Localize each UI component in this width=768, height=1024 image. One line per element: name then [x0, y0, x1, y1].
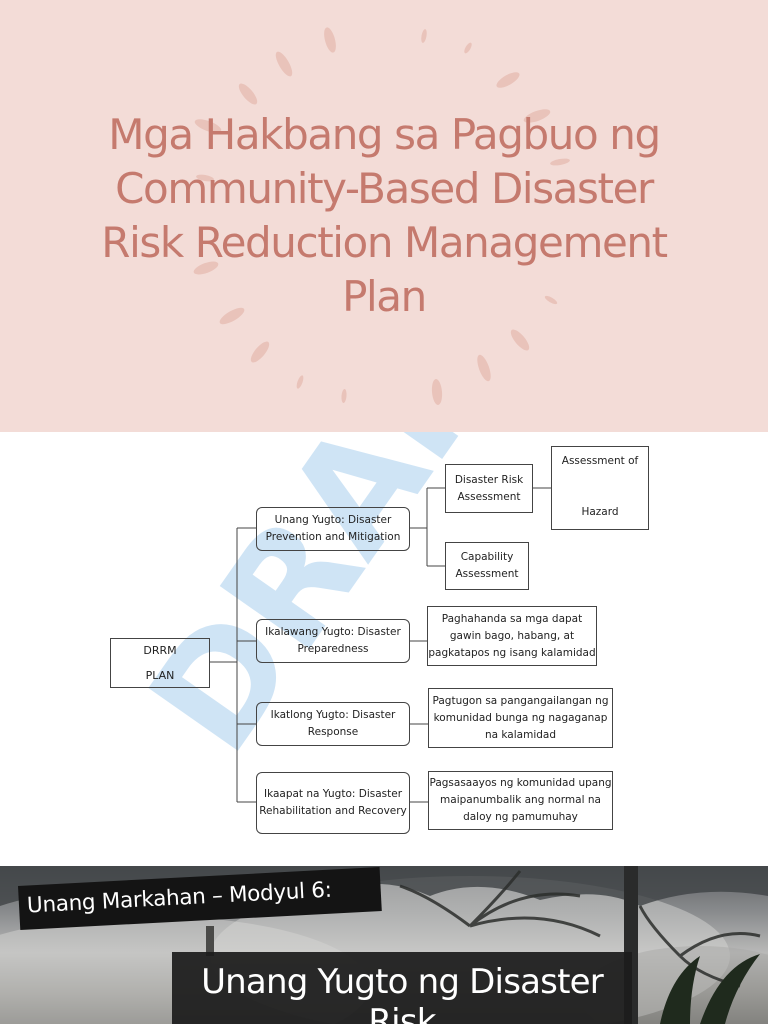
module-heading-box: Unang Yugto ng Disaster Risk [172, 952, 632, 1024]
module-label: Unang Markahan – Modyul 6: [26, 877, 333, 919]
diagram-slide: DRAFT DRRM PLAN Unang Yugto [0, 432, 768, 866]
connector-lines [210, 487, 551, 803]
phase-3-label: Ikatlong Yugto: Disaster Response [270, 709, 396, 738]
capability-assessment-box: Capability Assessment [445, 542, 529, 590]
page-title: Mga Hakbang sa Pagbuo ng Community-Based… [84, 108, 684, 324]
module-heading-line-2: Risk [368, 1002, 436, 1024]
petal-decoration [193, 27, 570, 405]
assessment-of-hazard-box: Assessment of Hazard [551, 446, 649, 530]
preparedness-description-box: Paghahanda sa mga dapat gawin bago, haba… [427, 606, 597, 666]
capability-assessment-label: Capability Assessment [455, 551, 519, 580]
phase-box-4: Ikaapat na Yugto: Disaster Rehabilitatio… [256, 772, 410, 834]
disaster-risk-assessment-box: Disaster Risk Assessment [445, 464, 533, 513]
title-slide: Mga Hakbang sa Pagbuo ng Community-Based… [0, 0, 768, 432]
module-cover-slide: Unang Markahan – Modyul 6: Unang Yugto n… [0, 866, 768, 1024]
phase-4-label: Ikaapat na Yugto: Disaster Rehabilitatio… [259, 788, 407, 817]
phase-box-1: Unang Yugto: Disaster Prevention and Mit… [256, 507, 410, 551]
diagram-canvas: DRAFT [117, 432, 581, 803]
plan-label: PLAN [145, 669, 175, 682]
disaster-risk-assessment-label: Disaster Risk Assessment [454, 473, 524, 503]
response-description-box: Pagtugon sa pangangailangan ng komunidad… [428, 688, 613, 748]
phase-1-label: Unang Yugto: Disaster Prevention and Mit… [265, 514, 401, 543]
rehabilitation-description-box: Pagsasaayos ng komunidad upang maipanumb… [428, 771, 613, 830]
phase-2-label: Ikalawang Yugto: Disaster Preparedness [265, 626, 401, 655]
title-line-4: Plan [342, 272, 427, 321]
phase-box-3: Ikatlong Yugto: Disaster Response [256, 702, 410, 746]
module-heading-line-1: Unang Yugto ng Disaster [201, 962, 604, 1002]
rehabilitation-description: Pagsasaayos ng komunidad upang maipanumb… [429, 777, 612, 823]
drrm-label: DRRM [143, 644, 177, 657]
response-description: Pagtugon sa pangangailangan ng komunidad… [432, 694, 609, 741]
title-line-3: Risk Reduction Management [101, 218, 668, 267]
hazard-line-1: Assessment of [561, 455, 639, 467]
preparedness-description: Paghahanda sa mga dapat gawin bago, haba… [428, 612, 596, 659]
phase-box-2: Ikalawang Yugto: Disaster Preparedness [256, 619, 410, 663]
drrm-plan-box: DRRM PLAN [110, 638, 210, 688]
title-line-1: Mga Hakbang sa Pagbuo ng [108, 110, 661, 159]
hazard-line-2: Hazard [581, 506, 619, 518]
title-line-2: Community-Based Disaster [115, 164, 654, 213]
